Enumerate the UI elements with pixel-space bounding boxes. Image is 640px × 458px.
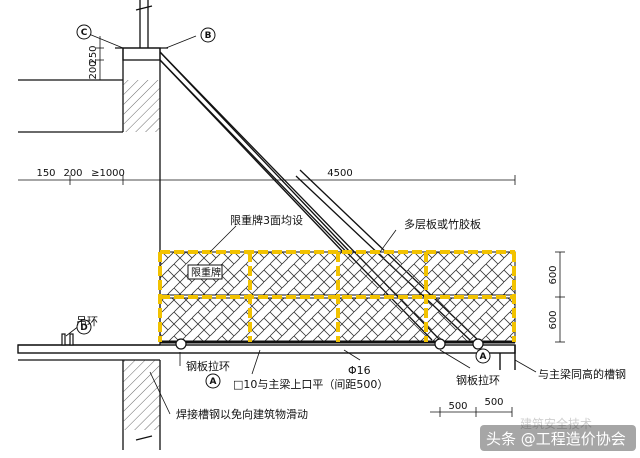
- label-channel-note: □10与主梁上口平（间距500）: [233, 377, 388, 391]
- upper-slab: [115, 47, 168, 61]
- dim-250: 250: [88, 45, 99, 64]
- marker-b: B: [205, 31, 212, 41]
- label-hanging-ring: 吊环: [76, 315, 98, 328]
- upper-beam-hatch: [123, 80, 160, 132]
- watermark: 建筑安全技术 头条 @工程造价协会: [480, 416, 636, 451]
- lower-beam-hatch: [123, 360, 160, 430]
- dim-200-horizontal: 200: [63, 168, 82, 179]
- label-weld-note: 焊接槽钢以免向建筑物滑动: [176, 407, 308, 421]
- marker-d: D: [80, 323, 87, 333]
- dim-4500: 4500: [327, 168, 352, 179]
- dim-150: 150: [36, 168, 55, 179]
- dim-500-right: 500: [484, 397, 503, 408]
- callout-circles: [76, 24, 491, 389]
- dim-600-lower: 600: [548, 310, 559, 329]
- dim-200-vertical: 200: [88, 60, 99, 79]
- marker-c: C: [81, 28, 88, 38]
- dimension-lines: [18, 36, 565, 417]
- dim-500-left: 500: [448, 401, 467, 412]
- dim-600-upper: 600: [548, 265, 559, 284]
- label-board: 多层板或竹胶板: [404, 217, 481, 231]
- label-load-sign-note: 限重牌3面均设: [230, 213, 303, 227]
- watermark-source: 头条 @工程造价协会: [486, 430, 626, 448]
- marker-a-right: A: [480, 352, 487, 362]
- load-sign-board: [187, 264, 223, 280]
- main-channel-beam: [17, 344, 516, 370]
- label-same-height-channel: 与主梁同高的槽钢: [538, 367, 626, 381]
- marker-a-left: A: [210, 377, 217, 387]
- dim-1000: ≥1000: [91, 168, 125, 179]
- label-phi16: Φ16: [348, 364, 371, 377]
- label-steel-plate-ring-right: 钢板拉环: [456, 373, 500, 387]
- lifting-rings: [61, 333, 484, 350]
- label-steel-plate-ring-left: 钢板拉环: [186, 359, 230, 373]
- railing-panels: [158, 250, 516, 344]
- watermark-faded: 建筑安全技术: [520, 416, 592, 431]
- label-load-sign: 限重牌: [191, 266, 221, 279]
